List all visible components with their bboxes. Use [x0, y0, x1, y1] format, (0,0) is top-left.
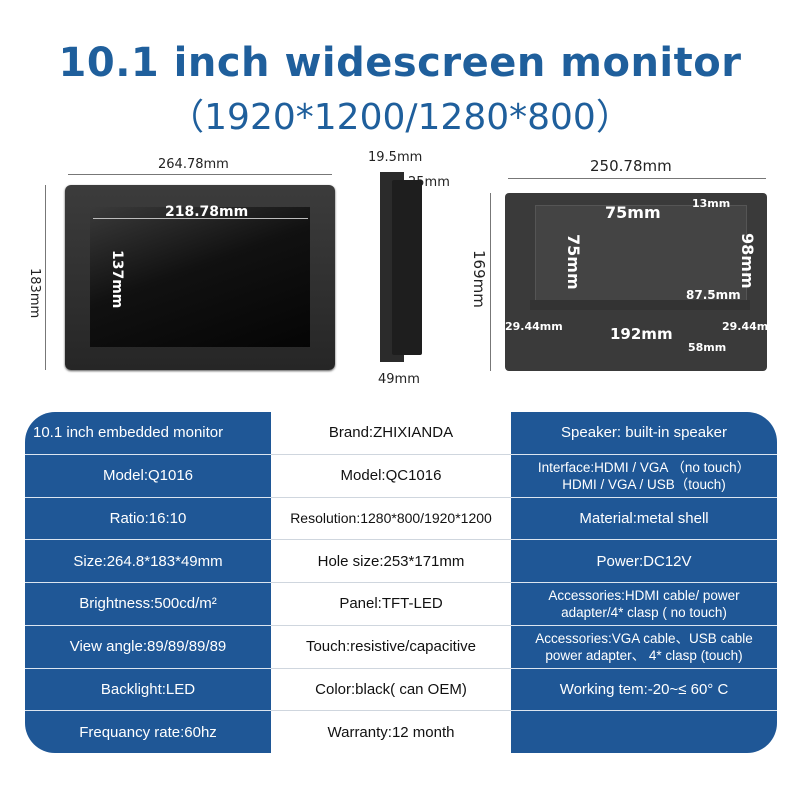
- spec-cell: Model:QC1016: [271, 453, 511, 497]
- dim-line: [45, 185, 46, 370]
- spec-cell: Color:black( can OEM): [271, 667, 511, 711]
- monitor-screen: [90, 207, 310, 347]
- dim-line: [68, 174, 332, 175]
- spec-cell: Backlight:LED: [25, 667, 271, 711]
- spec-cell: View angle:89/89/89/89: [25, 624, 271, 668]
- spec-cell: Ratio:16:10: [25, 496, 271, 540]
- spec-cell: Model:Q1016: [25, 453, 271, 497]
- spec-line: power adapter、 4* clasp (touch): [545, 647, 743, 663]
- right-margin-label: 29.44mm: [722, 320, 780, 333]
- spec-cell: 10.1 inch embedded monitor: [33, 424, 224, 442]
- spec-cell: Interface:HDMI / VGA （no touch）HDMI / VG…: [511, 453, 777, 497]
- spec-line: Working tem:-20~≤ 60° C: [559, 680, 729, 698]
- spec-cell: Warranty:12 month: [271, 710, 511, 753]
- left-margin-label: 29.44mm: [505, 320, 563, 333]
- page-subtitle: （1920*1200/1280*800）: [168, 97, 632, 138]
- dim-line: [508, 178, 766, 179]
- spec-cell: Size:264.8*183*49mm: [25, 539, 271, 582]
- bottom-width-label: 192mm: [610, 325, 673, 343]
- spec-cell: Hole size:253*171mm: [271, 539, 511, 582]
- spec-cell: [511, 710, 777, 753]
- spec-cell: Speaker: built-in speaker: [511, 412, 777, 454]
- vesa-height-label: 75mm: [564, 234, 583, 290]
- port-offset-label: 87.5mm: [686, 288, 741, 302]
- bottom-height-label: 58mm: [688, 341, 727, 354]
- back-ports: [530, 300, 750, 310]
- front-width-label: 264.78mm: [158, 157, 229, 172]
- spec-line: Accessories:HDMI cable/ power: [548, 587, 740, 603]
- spec-line: Accessories:VGA cable、USB cable: [535, 630, 753, 646]
- monitor-side-housing: [392, 180, 422, 355]
- spec-table: 10.1 inch embedded monitor Model:Q1016 R…: [25, 412, 777, 753]
- dim-line: [93, 218, 308, 219]
- spec-line: Power:DC12V: [596, 552, 692, 570]
- screen-width-label: 218.78mm: [165, 204, 249, 220]
- back-width-label: 250.78mm: [590, 157, 672, 175]
- right-height-label: 98mm: [738, 233, 757, 289]
- spec-cell: Panel:TFT-LED: [271, 582, 511, 625]
- side-depth-bottom-label: 49mm: [378, 372, 420, 387]
- spec-column-left: 10.1 inch embedded monitor Model:Q1016 R…: [25, 412, 271, 753]
- screen-height-label: 137mm: [109, 250, 125, 309]
- spec-line: Interface:HDMI / VGA （no touch）: [537, 459, 751, 475]
- spec-cell: Brightness:500cd/m²: [25, 582, 271, 625]
- side-depth-top-label: 19.5mm: [368, 150, 423, 165]
- spec-cell: Touch:resistive/capacitive: [271, 624, 511, 668]
- front-height-label: 183mm: [27, 268, 42, 319]
- spec-column-right: Speaker: built-in speaker Interface:HDMI…: [511, 412, 777, 753]
- top-margin-label: 13mm: [692, 197, 731, 210]
- dim-line: [490, 193, 491, 371]
- vesa-width-label: 75mm: [605, 203, 661, 222]
- spec-cell: Power:DC12V: [511, 539, 777, 582]
- spec-cell: Working tem:-20~≤ 60° C: [511, 667, 777, 711]
- monitor-front-image: [65, 185, 335, 370]
- spec-cell: Brand:ZHIXIANDA: [328, 424, 454, 442]
- spec-cell: Resolution:1280*800/1920*1200: [271, 496, 511, 540]
- page-title: 10.1 inch widescreen monitor: [58, 40, 742, 86]
- spec-line: HDMI / VGA / USB（touch): [562, 476, 726, 492]
- spec-column-middle: Brand:ZHIXIANDA Model:QC1016 Resolution:…: [271, 412, 511, 753]
- spec-line: adapter/4* clasp ( no touch): [561, 604, 727, 620]
- spec-line: Speaker: built-in speaker: [561, 424, 727, 442]
- back-height-label: 169mm: [470, 250, 488, 308]
- spec-line: Material:metal shell: [579, 509, 709, 527]
- back-panel: [535, 205, 747, 307]
- spec-cell: Material:metal shell: [511, 496, 777, 540]
- spec-cell: Frequancy rate:60hz: [25, 710, 271, 753]
